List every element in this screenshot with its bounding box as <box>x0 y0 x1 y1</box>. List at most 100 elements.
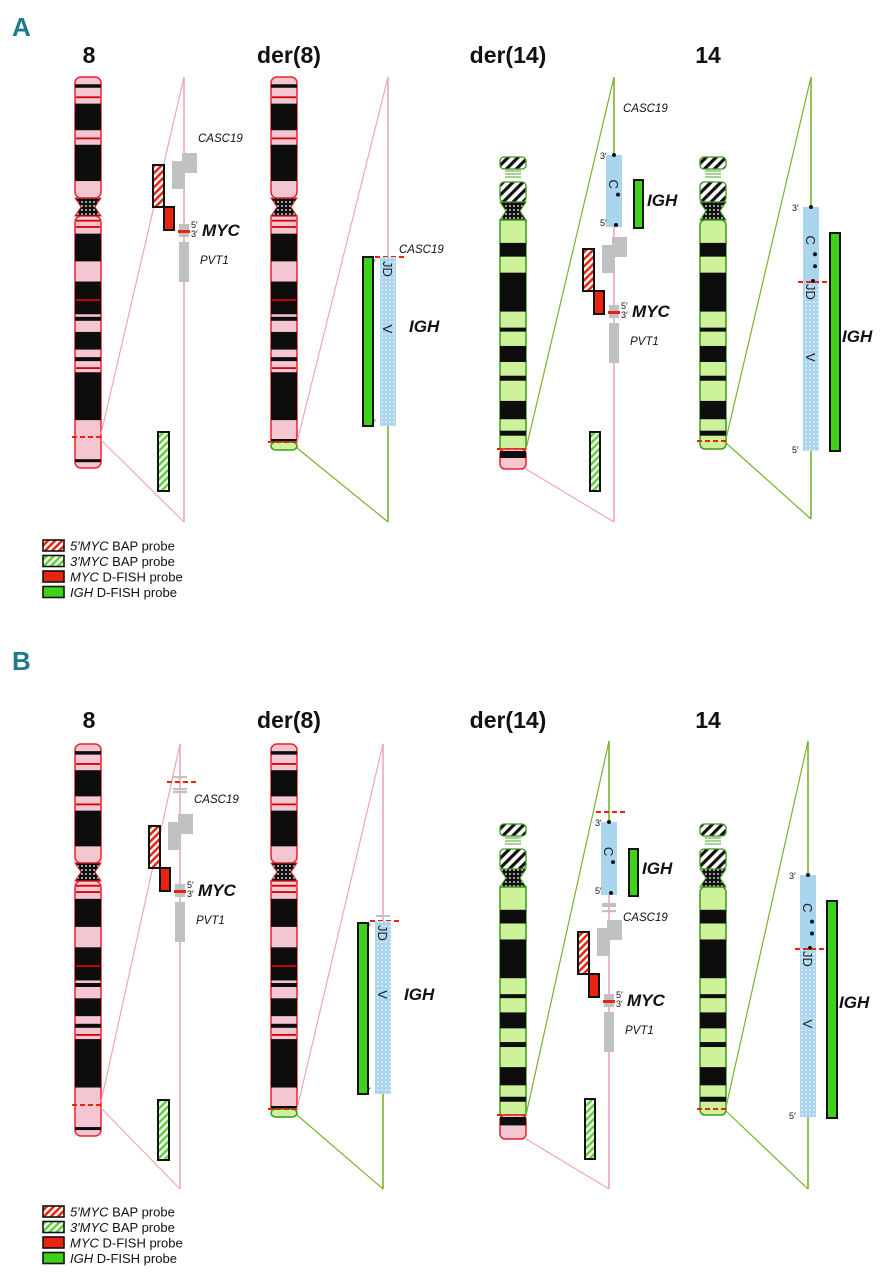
chromosome-band <box>75 459 101 463</box>
zoom-line <box>100 1107 181 1190</box>
chromosome-band <box>700 1042 726 1048</box>
zoom-line <box>296 76 389 443</box>
panel-letter: B <box>12 646 31 676</box>
chromosome-14-q-tip <box>270 441 298 451</box>
legend-label: IGH D-FISH probe <box>70 1251 177 1266</box>
zoom-line <box>525 76 615 450</box>
chromosome-band <box>271 281 297 315</box>
legend-gene: 3′MYC <box>70 1220 109 1235</box>
legend-swatch-green-hatched <box>42 554 65 568</box>
chromosome-band <box>271 947 297 981</box>
igh-c-label: C <box>800 903 815 912</box>
chromosome-band <box>271 998 297 1017</box>
zoom-line <box>296 743 384 1110</box>
chromosome-thin-band <box>272 891 296 893</box>
myc-label: MYC <box>202 221 241 240</box>
chromosome-title: 8 <box>83 42 96 68</box>
chromosome-band <box>75 357 101 362</box>
short-arm <box>499 181 527 203</box>
igh-constant-region <box>800 875 816 949</box>
chromosome-band <box>500 909 526 924</box>
panel-letter: A <box>12 12 31 42</box>
igh-d-fish-probe <box>633 179 644 229</box>
chromosome-thin-band <box>76 763 100 765</box>
chromosome-band <box>700 327 726 332</box>
legend-swatch-green-solid <box>42 1251 65 1265</box>
centromere <box>499 201 527 221</box>
igh-label: IGH <box>647 191 678 210</box>
chromosome-thin-band <box>76 299 100 301</box>
igh-constant-region <box>803 207 819 282</box>
legend-text: BAP probe <box>109 554 175 569</box>
igh-3-prime-label: 3′ <box>789 871 796 881</box>
pvt1-block <box>179 242 189 282</box>
chromosome-14-q-tip <box>270 1108 298 1118</box>
chromosome-thin-band <box>272 137 296 140</box>
centromere <box>270 862 298 882</box>
centromere <box>74 197 102 217</box>
chromosome-band <box>271 357 297 362</box>
chromosome-band <box>271 84 297 88</box>
legend-gene: 5′MYC <box>70 1205 109 1220</box>
igh-dot <box>810 919 814 924</box>
legend-swatch-red-hatched <box>42 539 65 552</box>
igh-jd-label: JD <box>375 925 390 941</box>
zoom-line <box>725 442 812 520</box>
myc-5-prime-label: 5′ <box>616 990 623 1000</box>
chromosome-thin-band <box>272 219 296 222</box>
chromosome-band <box>75 898 101 927</box>
chromosome-thin-band <box>76 96 100 99</box>
chromosome-band <box>700 400 726 420</box>
chromosome-band <box>700 272 726 312</box>
legend-text: D-FISH probe <box>99 570 183 585</box>
chromosome-band <box>75 1039 101 1088</box>
igh-d-fish-probe <box>628 848 639 897</box>
chromosome-band <box>75 947 101 981</box>
casc19-upper-block <box>607 920 622 940</box>
casc19-lower-block <box>602 245 615 273</box>
legend-gene: IGH <box>70 1251 94 1266</box>
myc-d-fish-probe <box>588 973 600 998</box>
igh-end-dot <box>809 205 813 209</box>
pvt1-label: PVT1 <box>196 915 225 927</box>
myc-label: MYC <box>198 881 237 900</box>
centromere <box>699 201 727 221</box>
igh-constant-region <box>606 155 622 227</box>
zoom-line <box>296 447 389 523</box>
chromosome-band <box>75 751 101 755</box>
chromosome-band <box>700 430 726 436</box>
myc-exon-lower <box>179 233 189 237</box>
legend-label: MYC D-FISH probe <box>70 1236 183 1251</box>
legend-label: 3′MYC BAP probe <box>70 554 175 569</box>
casc19-label: CASC19 <box>399 244 444 256</box>
legend-gene: MYC <box>70 570 100 585</box>
pvt1-label: PVT1 <box>630 336 659 348</box>
myc-label: MYC <box>627 991 666 1010</box>
legend-label: 3′MYC BAP probe <box>70 1220 175 1235</box>
chromosome-band <box>500 272 526 312</box>
casc19-lower-block <box>597 928 610 956</box>
igh-v-label: V <box>800 1020 815 1029</box>
chromosome-thin-band <box>272 367 296 369</box>
myc-exon-lower <box>175 893 185 897</box>
5-prime-myc-bap-probe <box>148 825 161 869</box>
chromosome-band <box>75 316 101 321</box>
chromosome-thin-band <box>76 965 100 967</box>
chromosome-band <box>271 1039 297 1088</box>
satellite <box>499 823 527 837</box>
igh-dot <box>813 264 817 269</box>
igh-end-dot <box>612 153 616 157</box>
chromosome-band <box>500 327 526 332</box>
legend-label: 5′MYC BAP probe <box>70 1205 175 1220</box>
igh-jd-label: JD <box>803 284 818 300</box>
zoom-line <box>725 740 809 1108</box>
centromere <box>270 197 298 217</box>
chromosome-band <box>700 1096 726 1102</box>
chromosome-thin-band <box>272 96 296 99</box>
centromere <box>699 868 727 888</box>
gene-tick <box>173 791 187 794</box>
chromosome-band <box>271 144 297 182</box>
myc-3-prime-label: 3′ <box>616 999 623 1009</box>
